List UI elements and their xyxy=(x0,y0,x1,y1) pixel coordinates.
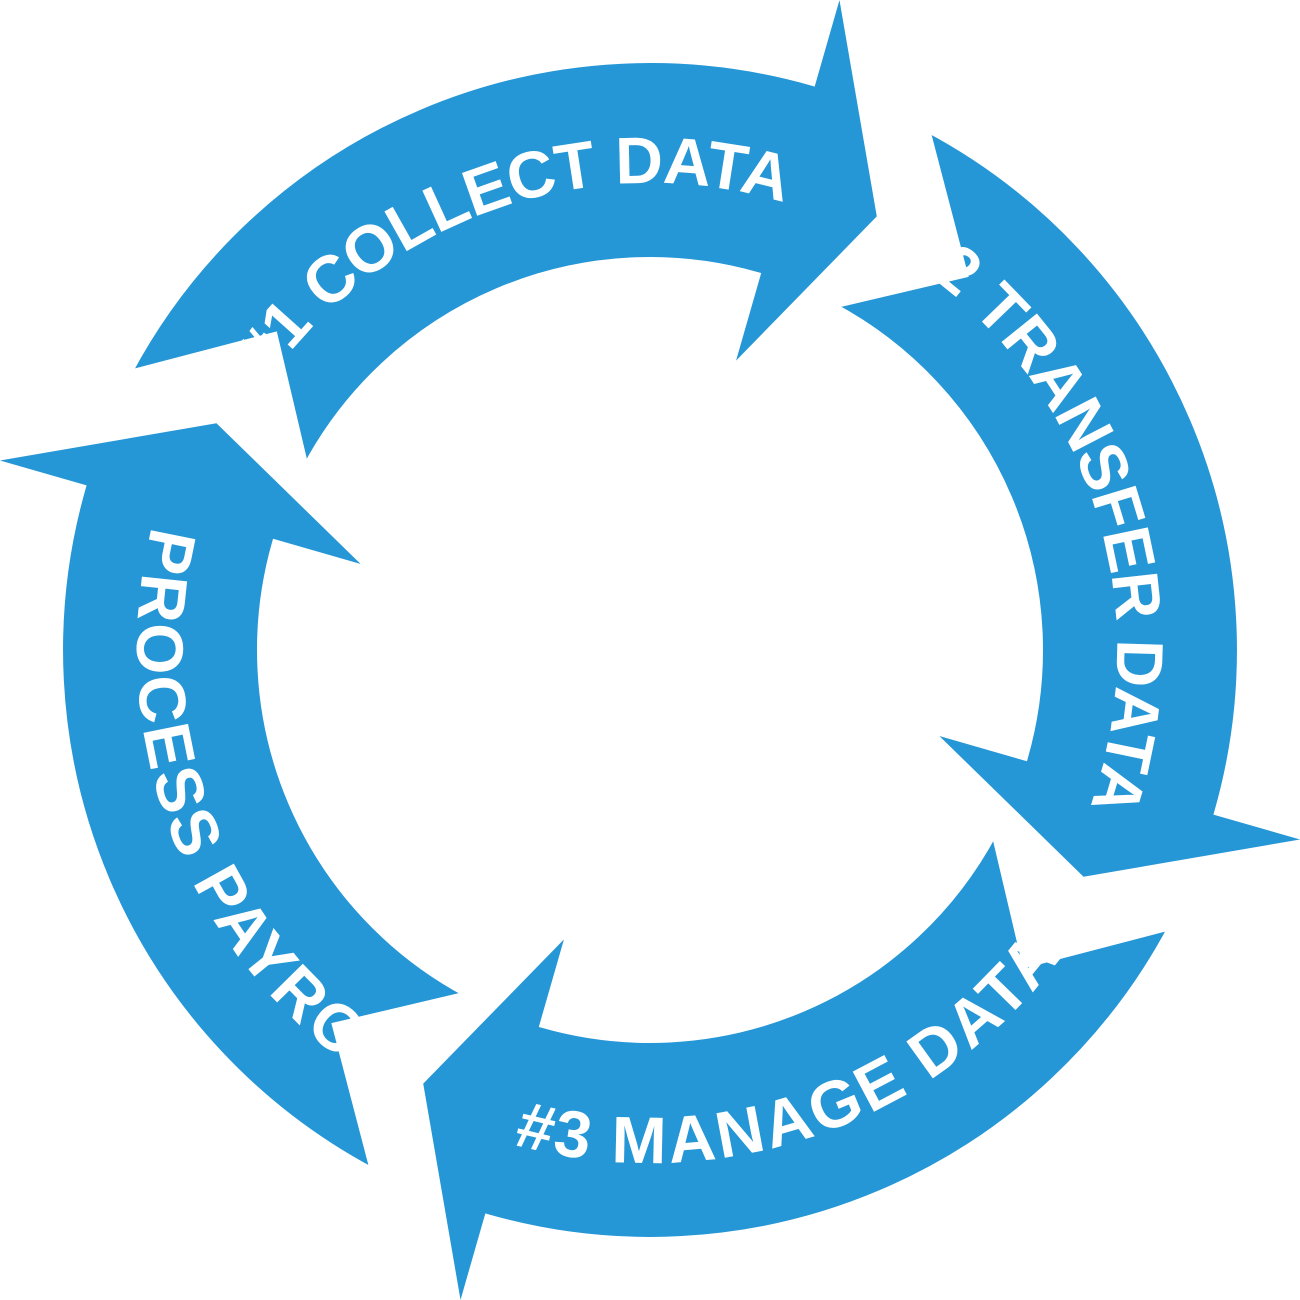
cycle-arrow-collect-data xyxy=(123,0,884,476)
cycle-arrow-manage-data xyxy=(416,824,1177,1300)
cycle-arrow-transfer-data xyxy=(824,123,1300,884)
cycle-arrow-process-payroll xyxy=(0,416,476,1177)
